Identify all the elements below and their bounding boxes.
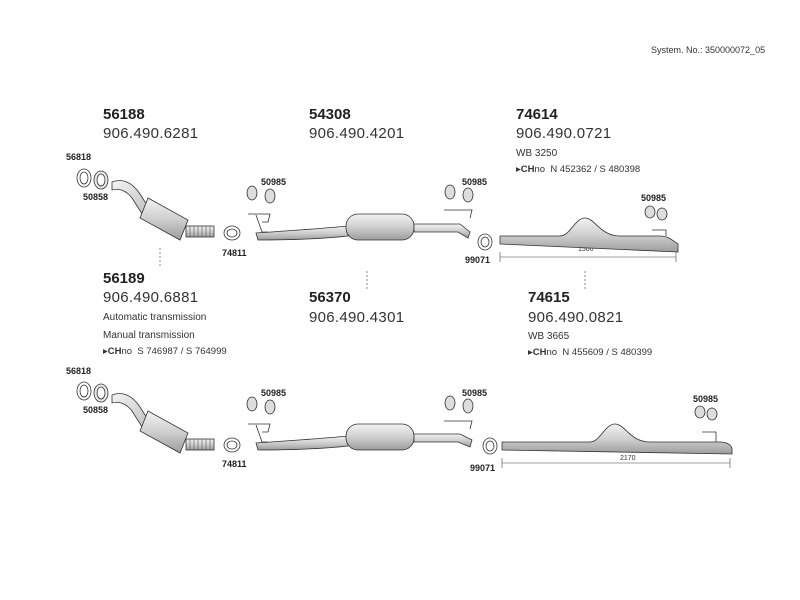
callout-50985-bottom-c: 50985: [693, 394, 719, 404]
clamp-icon: [223, 225, 241, 241]
hanger-icon: [644, 205, 668, 236]
part-number-54308: 54308: [309, 106, 351, 123]
silencer-icon: [345, 213, 415, 241]
oem-number-56370: 906.490.4301: [309, 309, 405, 326]
callout-50985-bottom-a: 50985: [261, 388, 287, 398]
arrow-icon: ▸: [516, 164, 521, 175]
callout-74811-top: 74811: [222, 248, 247, 258]
arrow-icon: ▸: [103, 346, 108, 357]
note-manual: Manual transmission: [103, 330, 195, 341]
top-assembly: [76, 168, 679, 262]
part-number-74615: 74615: [528, 289, 570, 306]
hanger-icon: [246, 396, 276, 443]
chassis-range-56189: ▸CHno S 746987 / S 764999: [103, 346, 227, 357]
system-number: System. No.: 350000072_05: [651, 45, 766, 55]
dimension-top: 1500: [578, 246, 594, 253]
ring-icon: [76, 168, 92, 188]
oem-number-56188: 906.490.6281: [103, 125, 199, 142]
hanger-icon: [444, 395, 474, 430]
callout-99071-bottom: 99071: [470, 463, 496, 473]
hanger-icon: [444, 184, 474, 219]
part-number-56189: 56189: [103, 270, 145, 287]
callout-99071-top: 99071: [465, 255, 491, 265]
callout-50985-top-c: 50985: [641, 193, 667, 203]
oem-number-74615: 906.490.0821: [528, 309, 624, 326]
ring-icon: [76, 381, 92, 401]
callout-50985-bottom-b: 50985: [462, 388, 488, 398]
note-automatic: Automatic transmission: [103, 312, 207, 323]
chassis-range-74614: ▸CHno N 452362 / S 480398: [516, 164, 641, 175]
callout-50985-top-b: 50985: [462, 177, 488, 187]
flex-pipe-icon: [185, 438, 215, 451]
part-number-56370: 56370: [309, 289, 351, 306]
wheelbase-74615: WB 3665: [528, 331, 570, 342]
silencer-icon: [345, 423, 415, 451]
chassis-range-74615: ▸CHno N 455609 / S 480399: [528, 347, 653, 358]
callout-50858-top: 50858: [83, 192, 109, 202]
bottom-assembly: [76, 381, 733, 468]
dimension-bottom: 2170: [620, 455, 636, 462]
oem-number-74614: 906.490.0721: [516, 125, 612, 142]
callout-56818-top: 56818: [66, 152, 92, 162]
callout-50858-bottom: 50858: [83, 405, 109, 415]
callout-50985-top-a: 50985: [261, 177, 287, 187]
clip-icon: [477, 233, 493, 251]
callout-56818-bottom: 56818: [66, 366, 92, 376]
tailpipe-icon: [501, 423, 733, 455]
arrow-icon: ▸: [528, 347, 533, 358]
callout-74811-bottom: 74811: [222, 459, 247, 469]
part-number-74614: 74614: [516, 106, 558, 123]
clip-icon: [482, 437, 498, 455]
tailpipe-icon: [499, 217, 679, 253]
oem-number-56189: 906.490.6881: [103, 289, 199, 306]
clamp-icon: [223, 437, 241, 453]
flex-pipe-icon: [185, 225, 215, 238]
hanger-icon: [694, 405, 718, 442]
hanger-icon: [246, 185, 276, 233]
wheelbase-74614: WB 3250: [516, 148, 558, 159]
part-number-56188: 56188: [103, 106, 145, 123]
oem-number-54308: 906.490.4201: [309, 125, 405, 142]
